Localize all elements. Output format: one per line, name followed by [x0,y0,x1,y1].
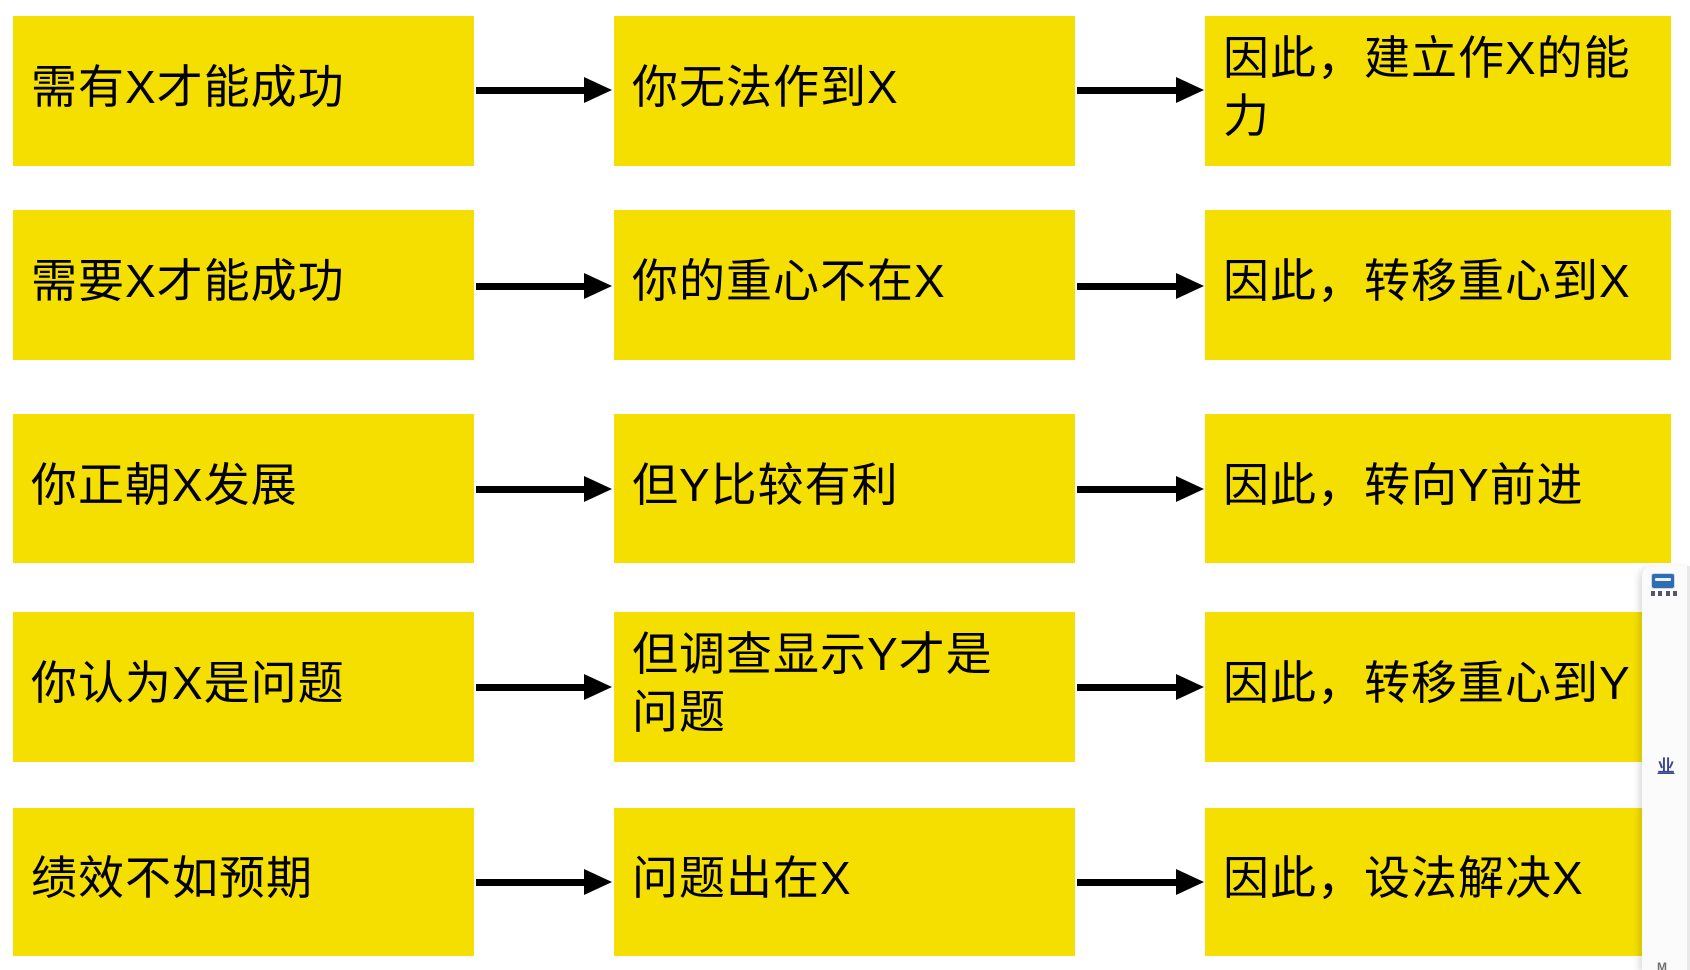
flow-arrow-right-icon [476,476,612,502]
logo-mark [1655,578,1671,581]
partial-icon: M [1657,960,1667,970]
flow-box: 你无法作到X [614,16,1075,166]
flow-box: 你的重心不在X [614,210,1075,360]
flow-arrow-right-icon [1077,273,1204,299]
business-icon[interactable]: 业 [1657,757,1675,776]
flow-box: 因此，转向Y前进 [1205,414,1671,563]
flow-box: 需要X才能成功 [13,210,474,360]
flow-box: 问题出在X [614,808,1075,956]
site-logo-icon[interactable] [1652,574,1674,588]
flow-box: 因此，转移重心到Y [1205,612,1671,762]
flow-arrow-right-icon [1077,674,1204,700]
logo-caption [1651,591,1677,596]
panel-edge [1687,566,1690,970]
flow-arrow-right-icon [1077,476,1204,502]
floating-side-panel: 业 M [1642,566,1690,970]
flow-arrow-right-icon [1077,77,1204,103]
flow-box: 因此，转移重心到X [1205,210,1671,360]
flow-box: 因此，设法解决X [1205,808,1671,956]
flow-box: 需有X才能成功 [13,16,474,166]
flow-box: 绩效不如预期 [13,808,474,956]
flow-box: 因此，建立作X的能力 [1205,16,1671,166]
flow-arrow-right-icon [1077,869,1204,895]
flow-arrow-right-icon [476,674,612,700]
flow-arrow-right-icon [476,273,612,299]
flow-box: 但调查显示Y才是 问题 [614,612,1075,762]
flow-box: 你正朝X发展 [13,414,474,563]
flow-arrow-right-icon [476,869,612,895]
flow-box: 但Y比较有利 [614,414,1075,563]
flow-arrow-right-icon [476,77,612,103]
flow-box: 你认为X是问题 [13,612,474,762]
